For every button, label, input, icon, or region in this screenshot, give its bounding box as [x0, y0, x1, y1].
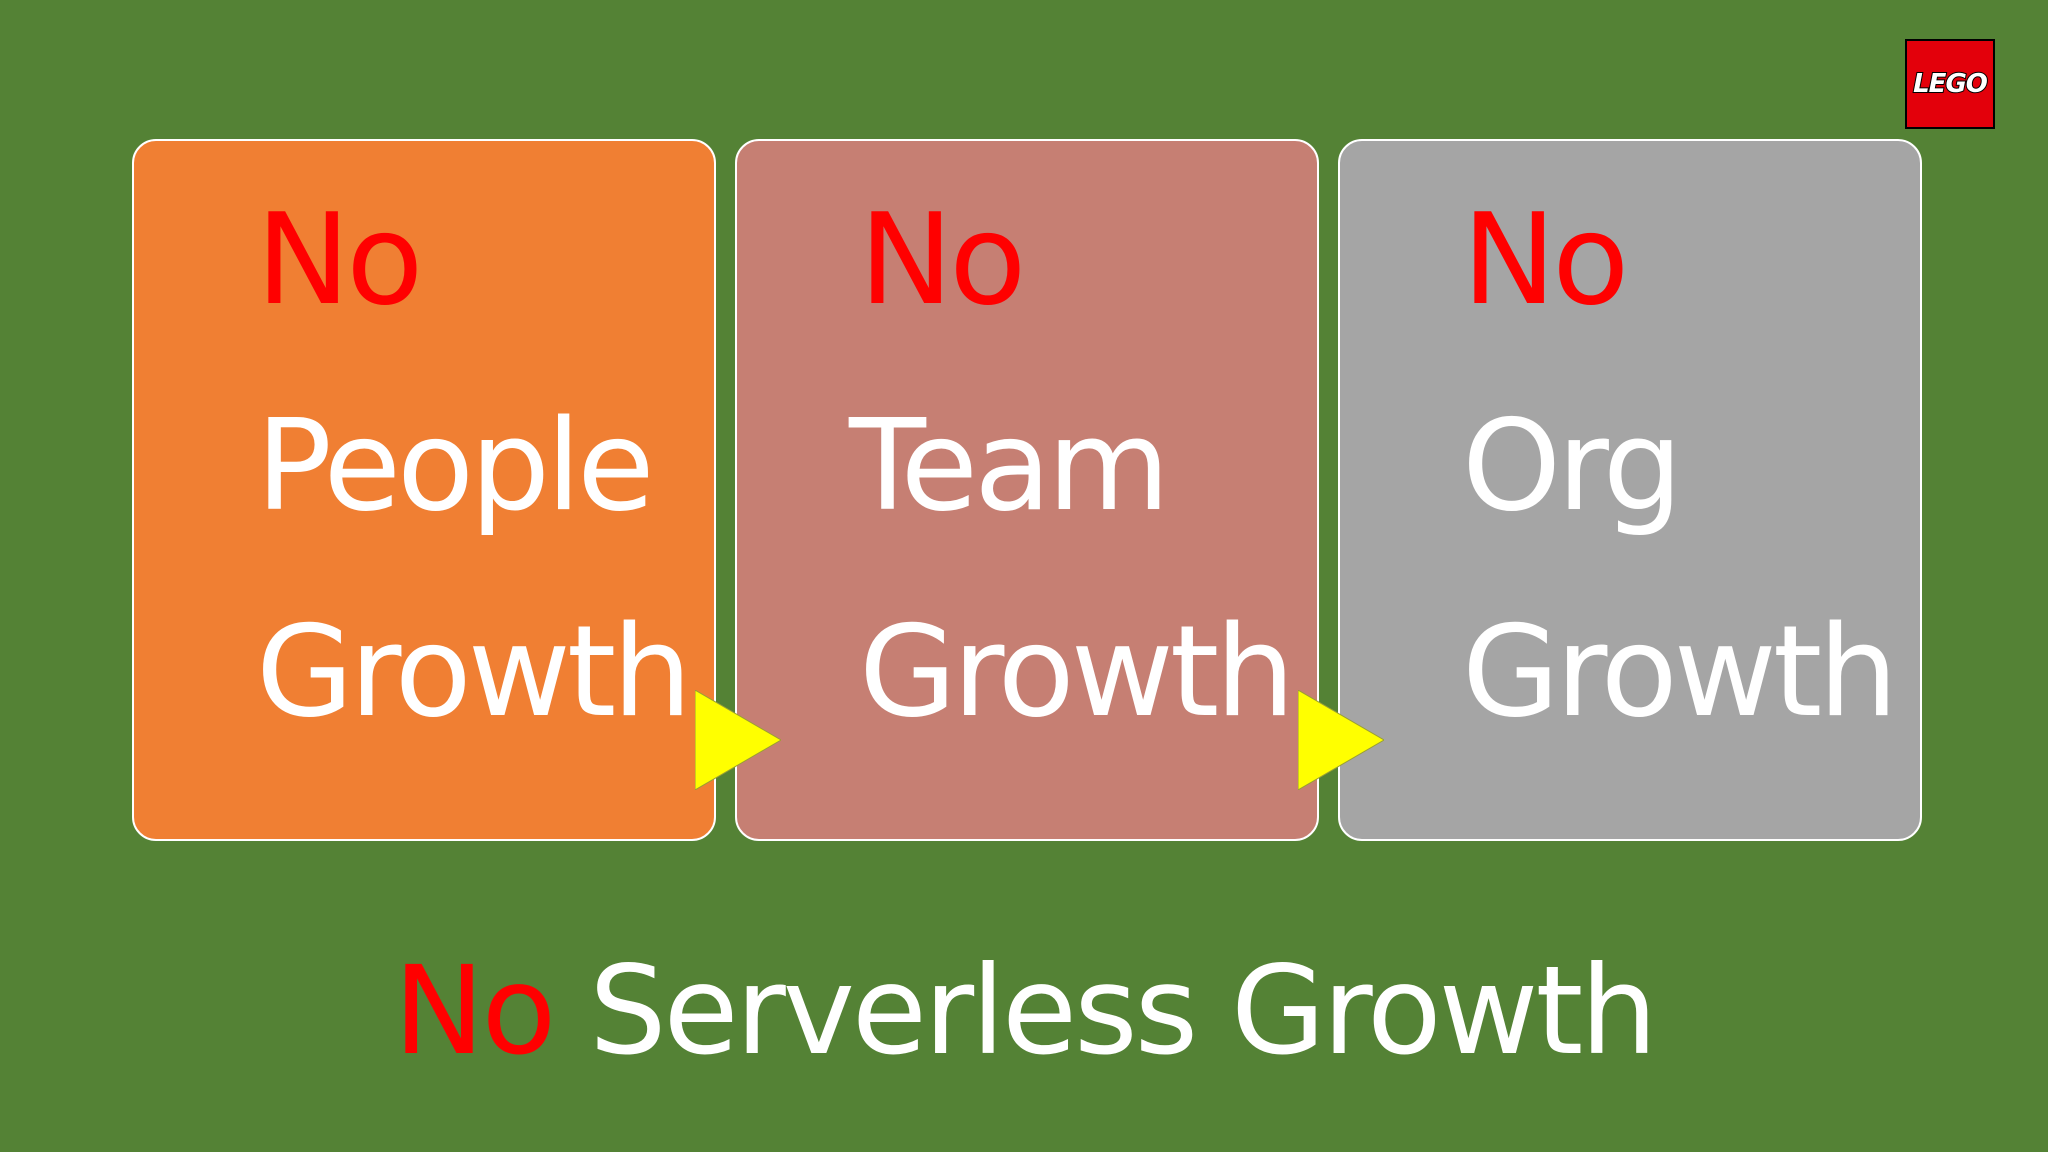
- footer-no-label: No: [393, 940, 556, 1082]
- card-word-label: Team: [849, 392, 1170, 539]
- card-growth-label: Growth: [1462, 598, 1898, 745]
- card-growth-label: Growth: [256, 598, 692, 745]
- lego-logo: LEGO: [1905, 39, 1995, 129]
- footer-rest-label: Serverless Growth: [589, 940, 1658, 1082]
- lego-logo-text: LEGO: [1912, 68, 1989, 100]
- card-word-label: Org: [1462, 392, 1683, 539]
- footer-statement: No Serverless Growth: [0, 950, 2048, 1072]
- arrow-right-icon: [695, 690, 781, 790]
- card-no-label: No: [859, 186, 1026, 333]
- card-no-label: No: [256, 186, 423, 333]
- card-team-growth: No Team Growth: [735, 139, 1319, 841]
- card-people-growth: No People Growth: [132, 139, 716, 841]
- arrow-right-icon: [1298, 690, 1384, 790]
- card-no-label: No: [1462, 186, 1629, 333]
- card-growth-label: Growth: [859, 598, 1295, 745]
- card-org-growth: No Org Growth: [1338, 139, 1922, 841]
- card-word-label: People: [256, 392, 655, 539]
